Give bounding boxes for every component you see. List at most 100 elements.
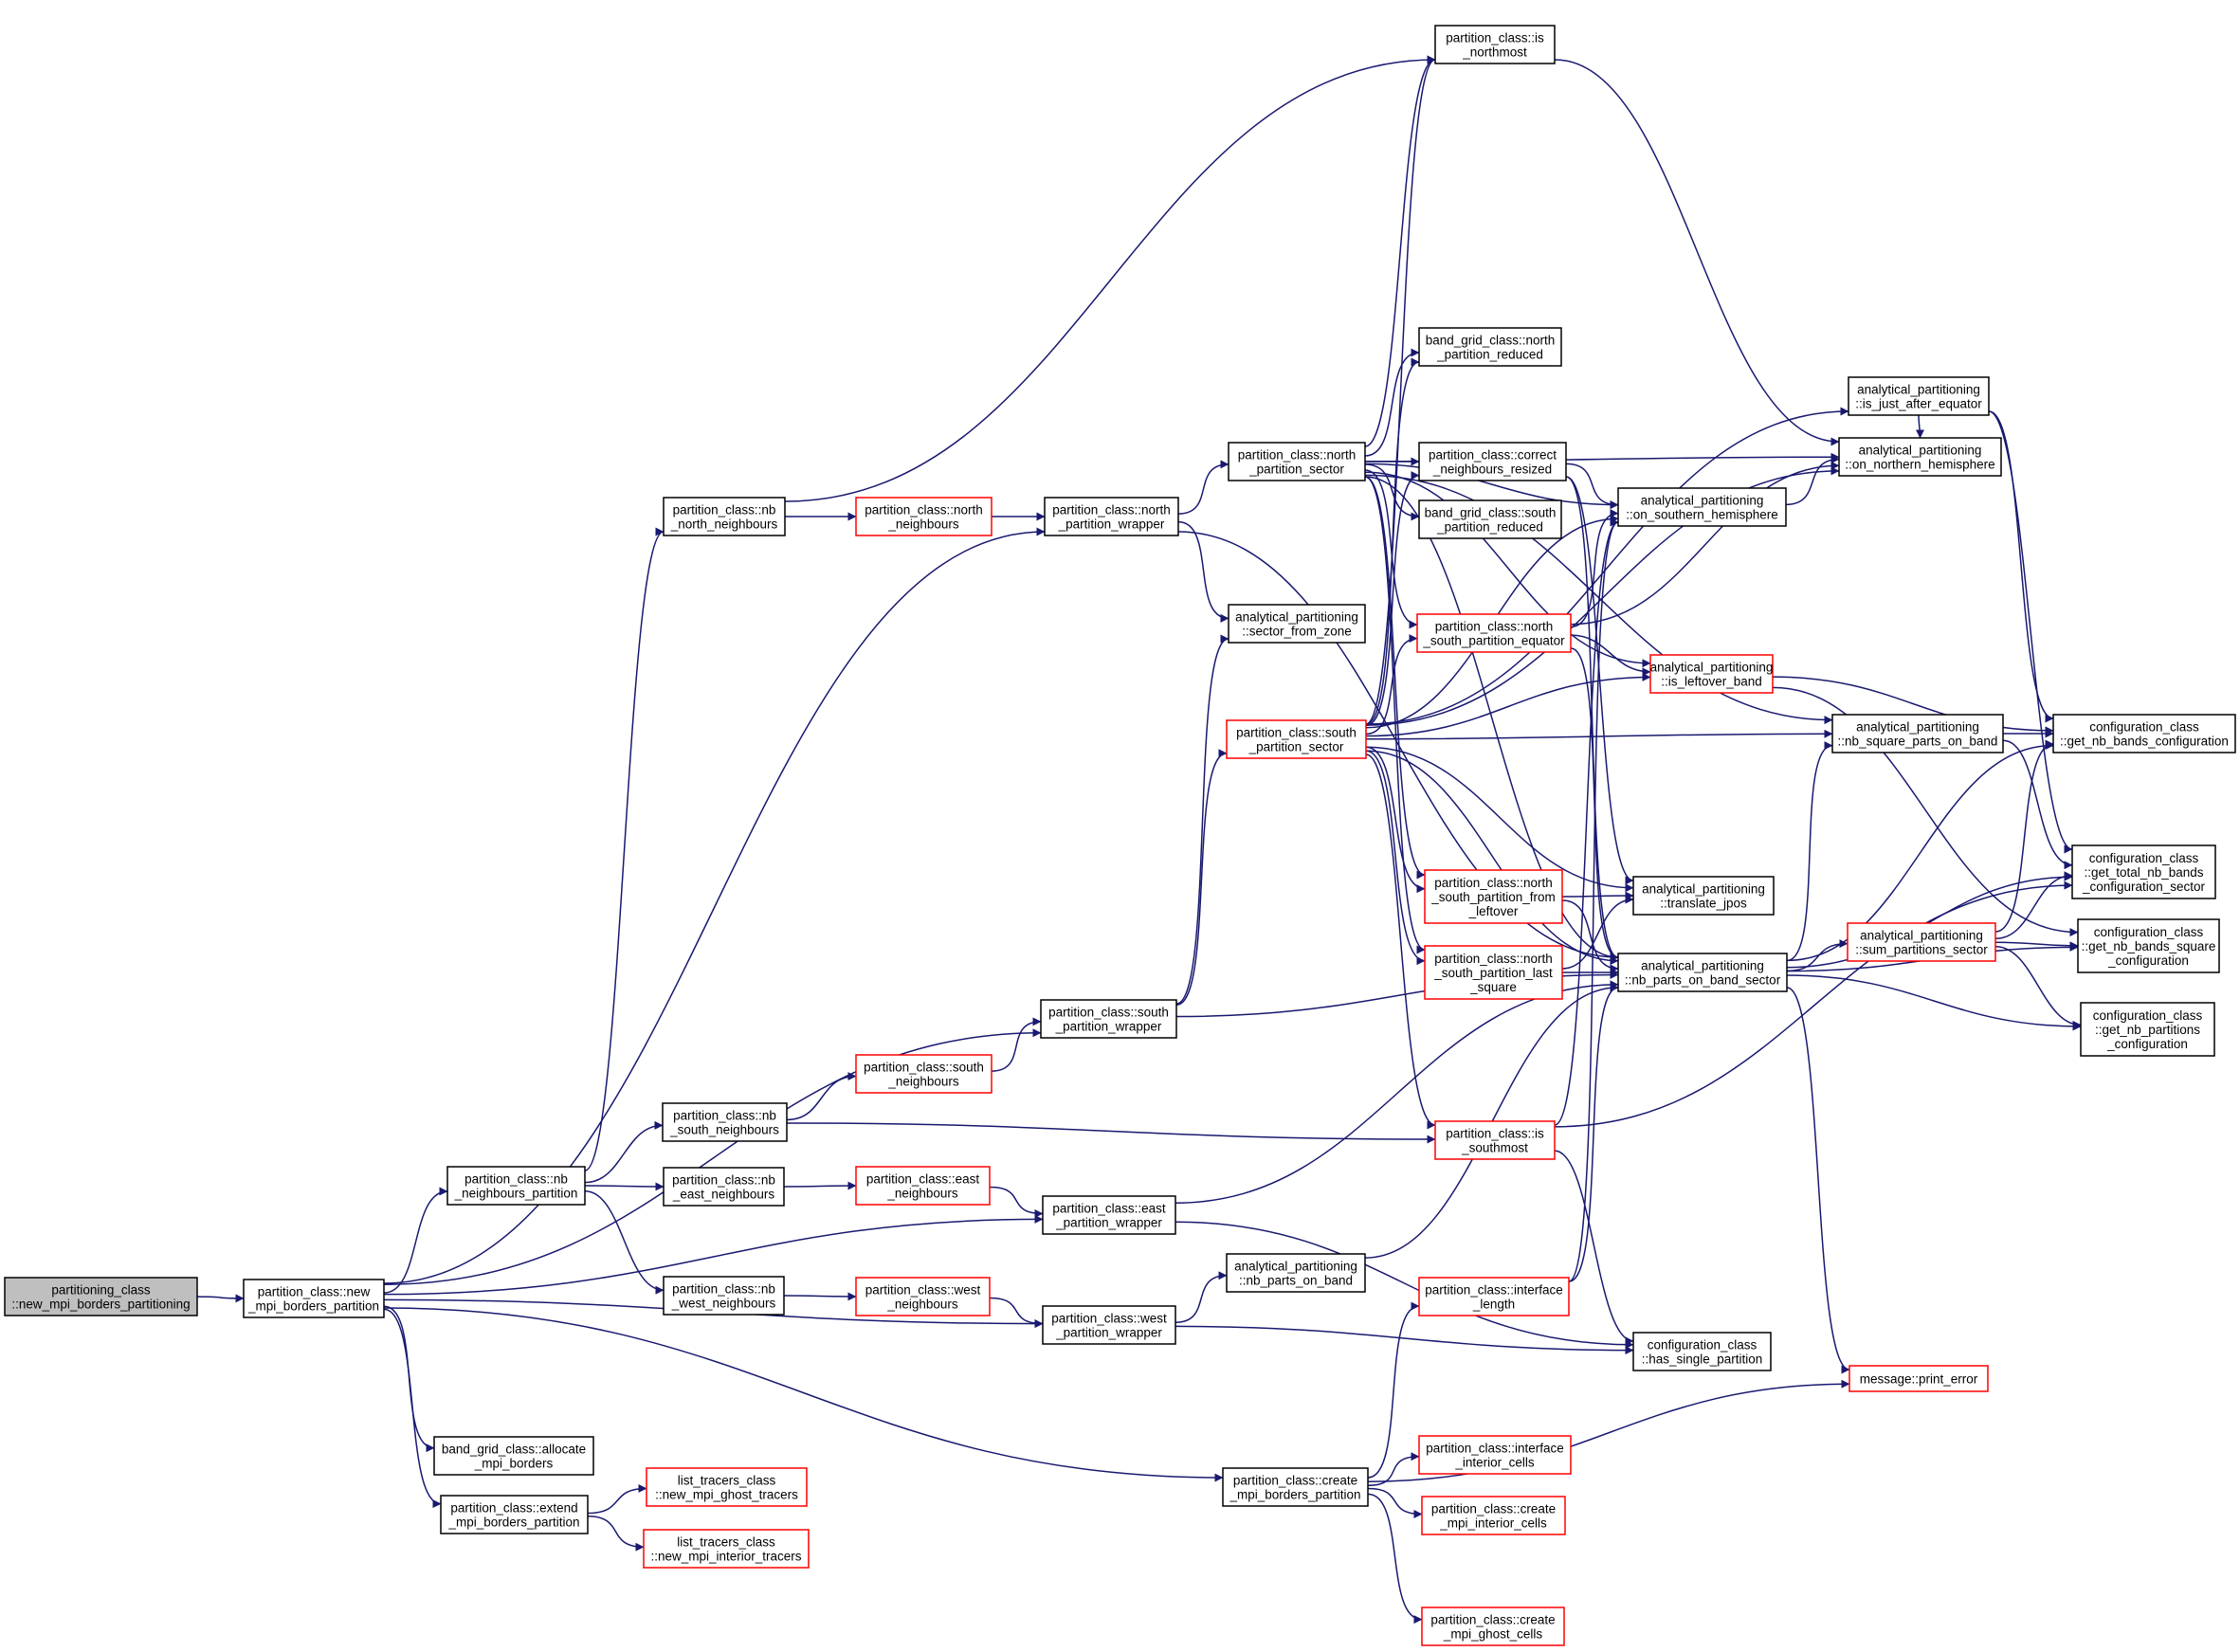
node-configuration-class-get-total-nb-bands-configuration-sector[interactable]: configuration_class::get_total_nb_bands_… [2071, 844, 2216, 899]
node-box[interactable] [643, 1529, 810, 1569]
node-box[interactable] [446, 1166, 586, 1206]
node-box[interactable] [1228, 604, 1366, 644]
node-partition-class-is-southmost[interactable]: partition_class::is_southmost [1434, 1120, 1556, 1160]
node-analytical-partitioning-is-just-after-equator[interactable]: analytical_partitioning::is_just_after_e… [1848, 376, 1990, 416]
node-box[interactable] [1424, 869, 1563, 924]
node-box[interactable] [2077, 918, 2220, 973]
node-analytical-partitioning-on-southern-hemisphere[interactable]: analytical_partitioning::on_southern_hem… [1617, 487, 1787, 527]
node-box[interactable] [1434, 25, 1556, 64]
node-box[interactable] [1434, 1120, 1556, 1160]
node-box[interactable] [1418, 327, 1562, 367]
node-box[interactable] [1848, 1365, 1989, 1392]
node-box[interactable] [855, 1277, 991, 1316]
node-message-print-error[interactable]: message::print_error [1848, 1365, 1989, 1392]
node-list-tracers-class-new-mpi-interior-tracers[interactable]: list_tracers_class::new_mpi_interior_tra… [643, 1529, 810, 1569]
node-analytical-partitioning-nb-parts-on-band[interactable]: analytical_partitioning::nb_parts_on_ban… [1226, 1253, 1366, 1293]
node-box[interactable] [663, 497, 786, 536]
node-partition-class-create-mpi-interior-cells[interactable]: partition_class::create_mpi_interior_cel… [1421, 1496, 1566, 1535]
node-box[interactable] [1649, 654, 1774, 694]
node-partition-class-north-south-partition-equator[interactable]: partition_class::north_south_partition_e… [1416, 613, 1572, 653]
node-box[interactable] [4, 1277, 198, 1316]
node-partition-class-south-partition-wrapper[interactable]: partition_class::south_partition_wrapper [1040, 999, 1177, 1039]
node-box[interactable] [855, 1054, 993, 1094]
node-analytical-partitioning-nb-parts-on-band-sector[interactable]: analytical_partitioning::nb_parts_on_ban… [1617, 953, 1788, 992]
node-box[interactable] [440, 1495, 589, 1534]
node-box[interactable] [2080, 1002, 2215, 1057]
node-partition-class-nb-south-neighbours[interactable]: partition_class::nb_south_neighbours [662, 1102, 788, 1142]
node-box[interactable] [243, 1279, 385, 1318]
node-partition-class-create-mpi-borders-partition[interactable]: partition_class::create_mpi_borders_part… [1222, 1467, 1369, 1507]
node-box[interactable] [1847, 922, 1996, 962]
node-box[interactable] [1424, 945, 1563, 1000]
node-box[interactable] [1632, 1332, 1772, 1371]
node-partition-class-interface-interior-cells[interactable]: partition_class::interface_interior_cell… [1418, 1435, 1572, 1475]
node-analytical-partitioning-sum-partitions-sector[interactable]: analytical_partitioning::sum_partitions_… [1847, 922, 1996, 962]
node-configuration-class-get-nb-bands-square-configuration[interactable]: configuration_class::get_nb_bands_square… [2077, 918, 2220, 973]
node-partition-class-south-neighbours[interactable]: partition_class::south_neighbours [855, 1054, 993, 1094]
node-box[interactable] [1042, 1305, 1176, 1345]
node-box[interactable] [433, 1436, 594, 1476]
node-band-grid-class-allocate-mpi-borders[interactable]: band_grid_class::allocate_mpi_borders [433, 1436, 594, 1476]
node-partition-class-west-neighbours[interactable]: partition_class::west_neighbours [855, 1277, 991, 1316]
node-partition-class-nb-north-neighbours[interactable]: partition_class::nb_north_neighbours [663, 497, 786, 536]
node-partition-class-nb-west-neighbours[interactable]: partition_class::nb_west_neighbours [663, 1276, 785, 1316]
node-analytical-partitioning-on-northern-hemisphere[interactable]: analytical_partitioning::on_northern_hem… [1838, 437, 2002, 477]
node-partition-class-west-partition-wrapper[interactable]: partition_class::west_partition_wrapper [1042, 1305, 1176, 1345]
node-box[interactable] [1418, 499, 1562, 539]
node-partition-class-new-mpi-borders-partition[interactable]: partition_class::new_mpi_borders_partiti… [243, 1279, 385, 1318]
node-band-grid-class-north-partition-reduced[interactable]: band_grid_class::north_partition_reduced [1418, 327, 1562, 367]
node-list-tracers-class-new-mpi-ghost-tracers[interactable]: list_tracers_class::new_mpi_ghost_tracer… [646, 1467, 808, 1507]
node-box[interactable] [1418, 442, 1567, 481]
node-partition-class-north-south-partition-last-square[interactable]: partition_class::north_south_partition_l… [1424, 945, 1563, 1000]
node-box[interactable] [1421, 1496, 1566, 1535]
node-partition-class-interface-length[interactable]: partition_class::interface_length [1418, 1277, 1570, 1316]
node-box[interactable] [662, 1102, 788, 1142]
node-box[interactable] [1040, 999, 1177, 1039]
node-analytical-partitioning-translate-jpos[interactable]: analytical_partitioning::translate_jpos [1632, 876, 1775, 916]
node-configuration-class-has-single-partition[interactable]: configuration_class::has_single_partitio… [1632, 1332, 1772, 1371]
node-box[interactable] [1416, 613, 1572, 653]
node-partition-class-east-neighbours[interactable]: partition_class::east_neighbours [855, 1166, 991, 1206]
node-analytical-partitioning-nb-square-parts-on-band[interactable]: analytical_partitioning::nb_square_parts… [1831, 714, 2004, 753]
node-box[interactable] [1617, 953, 1788, 992]
node-box[interactable] [1226, 719, 1367, 759]
node-box[interactable] [1421, 1607, 1565, 1646]
node-box[interactable] [855, 497, 993, 536]
node-partition-class-east-partition-wrapper[interactable]: partition_class::east_partition_wrapper [1042, 1195, 1176, 1235]
node-box[interactable] [663, 1167, 785, 1207]
node-box[interactable] [1838, 437, 2002, 477]
node-partition-class-north-neighbours[interactable]: partition_class::north_neighbours [855, 497, 993, 536]
node-configuration-class-get-nb-partitions-configuration[interactable]: configuration_class::get_nb_partitions_c… [2080, 1002, 2215, 1057]
node-analytical-partitioning-is-leftover-band[interactable]: analytical_partitioning::is_leftover_ban… [1649, 654, 1774, 694]
node-partition-class-south-partition-sector[interactable]: partition_class::south_partition_sector [1226, 719, 1367, 759]
node-box[interactable] [1418, 1435, 1572, 1475]
node-box[interactable] [1848, 376, 1990, 416]
node-box[interactable] [646, 1467, 808, 1507]
node-partition-class-north-partition-wrapper[interactable]: partition_class::north_partition_wrapper [1044, 497, 1179, 536]
node-box[interactable] [1044, 497, 1179, 536]
node-box[interactable] [1831, 714, 2004, 753]
node-box[interactable] [1617, 487, 1787, 527]
node-partitioning-class-new-mpi-borders-partitioning[interactable]: partitioning_class::new_mpi_borders_part… [4, 1277, 198, 1316]
node-partition-class-nb-east-neighbours[interactable]: partition_class::nb_east_neighbours [663, 1167, 785, 1207]
node-partition-class-north-south-partition-from-leftover[interactable]: partition_class::north_south_partition_f… [1424, 869, 1563, 924]
node-partition-class-north-partition-sector[interactable]: partition_class::north_partition_sector [1228, 442, 1366, 481]
node-box[interactable] [1228, 442, 1366, 481]
node-box[interactable] [1222, 1467, 1369, 1507]
node-partition-class-extend-mpi-borders-partition[interactable]: partition_class::extend_mpi_borders_part… [440, 1495, 589, 1534]
node-partition-class-nb-neighbours-partition[interactable]: partition_class::nb_neighbours_partition [446, 1166, 586, 1206]
node-analytical-partitioning-sector-from-zone[interactable]: analytical_partitioning::sector_from_zon… [1228, 604, 1366, 644]
node-partition-class-create-mpi-ghost-cells[interactable]: partition_class::create_mpi_ghost_cells [1421, 1607, 1565, 1646]
node-box[interactable] [855, 1166, 991, 1206]
node-box[interactable] [2052, 714, 2236, 753]
node-box[interactable] [1226, 1253, 1366, 1293]
node-partition-class-correct-neighbours-resized[interactable]: partition_class::correct_neighbours_resi… [1418, 442, 1567, 481]
node-box[interactable] [1632, 876, 1775, 916]
node-box[interactable] [2071, 844, 2216, 899]
node-configuration-class-get-nb-bands-configuration[interactable]: configuration_class::get_nb_bands_config… [2052, 714, 2236, 753]
node-box[interactable] [663, 1276, 785, 1316]
node-partition-class-is-northmost[interactable]: partition_class::is_northmost [1434, 25, 1556, 64]
node-box[interactable] [1418, 1277, 1570, 1316]
node-box[interactable] [1042, 1195, 1176, 1235]
node-band-grid-class-south-partition-reduced[interactable]: band_grid_class::south_partition_reduced [1418, 499, 1562, 539]
